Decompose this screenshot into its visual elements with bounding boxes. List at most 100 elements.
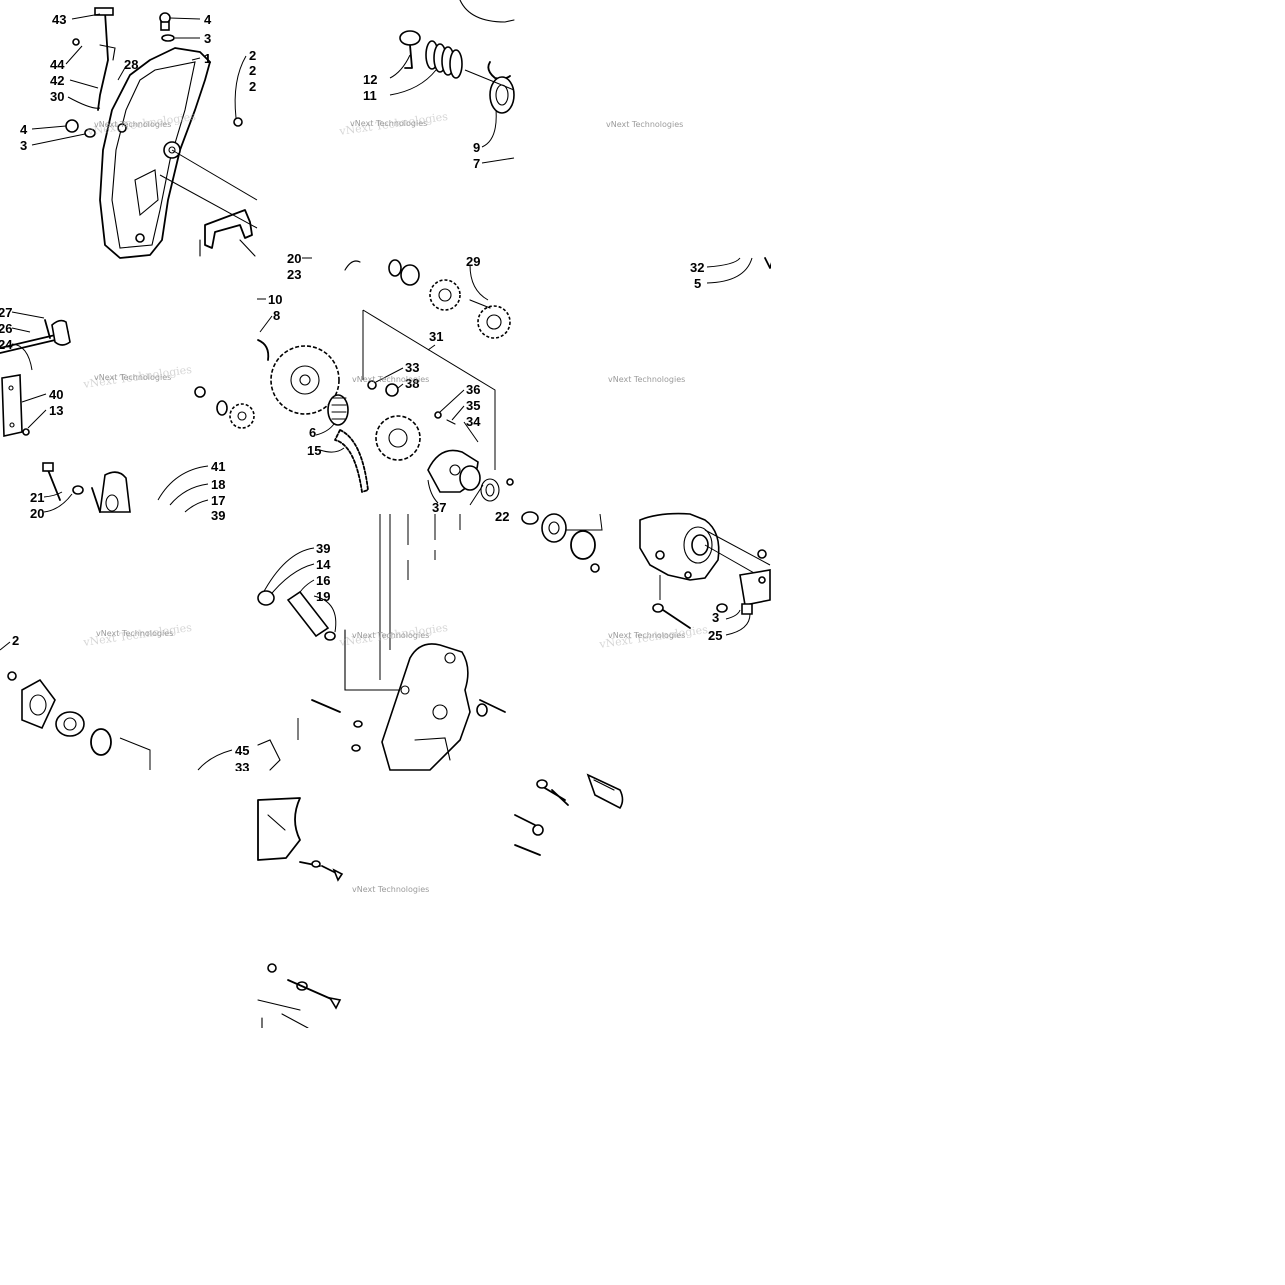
callout-5: 5: [694, 276, 701, 291]
callout-35: 35: [466, 398, 480, 413]
svg-text:vNext Technologies: vNext Technologies: [352, 885, 429, 894]
large-drive-gear: [270, 345, 340, 415]
coil-spring: [425, 40, 463, 79]
callout-1: 1: [204, 51, 211, 66]
tile-bearing-flange: 2 45 33: [0, 633, 249, 775]
callout-21: 21: [30, 490, 44, 505]
svg-text:vNext Technologies: vNext Technologies: [352, 631, 429, 640]
blank-tile: [771, 771, 1285, 857]
blank-tile: [257, 1028, 514, 1285]
callout-9: 9: [473, 140, 480, 155]
callout-32: 32: [690, 260, 704, 275]
watermark: vNext Technologies vNext Technologies: [338, 110, 449, 138]
svg-text:vNext Technologies: vNext Technologies: [608, 375, 685, 384]
callout-4: 4: [204, 12, 212, 27]
tile-gear-case-cover: 43 4 3 1 2 2 2 44 42 28 30 4 3: [20, 7, 258, 259]
svg-text:vNext Technologies: vNext Technologies: [96, 629, 173, 638]
idler-shaft: [286, 590, 330, 638]
callout-37: 37: [432, 500, 446, 515]
callout-10: 10: [268, 292, 282, 307]
callout-25: 25: [708, 628, 722, 643]
callout-20: 20: [30, 506, 44, 521]
svg-text:vNext Technologies: vNext Technologies: [350, 119, 427, 128]
callout-39: 39: [316, 541, 330, 556]
callout-8: 8: [273, 308, 280, 323]
callout-33: 33: [405, 360, 419, 375]
callout-28: 28: [124, 57, 138, 72]
watermark: vNext Technologies: [606, 120, 683, 129]
callout-7: 7: [473, 156, 480, 171]
watermark: vNext Technologies: [352, 375, 429, 384]
gear-case-cover: [99, 47, 211, 259]
callout-6: 6: [309, 425, 316, 440]
callout-2: 2: [249, 79, 256, 94]
callout-31: 31: [429, 329, 443, 344]
callout-13: 13: [49, 403, 63, 418]
callout-42: 42: [50, 73, 64, 88]
tile-shift-lever: 27 26 24 40 13 21 20 41 18 17 39: [0, 305, 225, 523]
drive-sprocket: [429, 279, 461, 311]
callout-4: 4: [20, 122, 28, 137]
callout-22: 22: [495, 509, 509, 524]
callout-43: 43: [52, 12, 66, 27]
callout-19: 19: [316, 589, 330, 604]
callout-38: 38: [405, 376, 419, 391]
callout-2: 2: [249, 48, 256, 63]
watermark: vNext Technologies vNext Technologies: [598, 623, 709, 651]
callout-20: 20: [287, 251, 301, 266]
blank-tile: [514, 857, 1285, 1285]
callout-41: 41: [211, 459, 225, 474]
blank-tile: [771, 257, 1285, 514]
dipstick-lever: [97, 11, 109, 111]
callout-27: 27: [0, 305, 12, 320]
driven-sprocket: [477, 305, 511, 339]
tile-gear-case-housing: 39 14 16 19: [257, 514, 506, 771]
callout-3: 3: [712, 610, 719, 625]
bearing-flange: [21, 678, 56, 730]
watermark: vNext Technologies vNext Technologies: [82, 621, 193, 649]
gear-case-housing: [381, 643, 471, 771]
blank-tile: [771, 514, 1285, 771]
watermark: vNext Technologies: [352, 885, 429, 894]
watermark: vNext Technologies vNext Technologies: [86, 110, 197, 138]
watermark: vNext Technologies vNext Technologies: [82, 363, 193, 391]
callout-40: 40: [49, 387, 63, 402]
pinion-gear: [327, 394, 349, 426]
tile-lower-fragments: [257, 773, 624, 1029]
callout-2: 2: [249, 63, 256, 78]
svg-text:vNext Technologies: vNext Technologies: [352, 375, 429, 384]
callout-14: 14: [316, 557, 331, 572]
callout-36: 36: [466, 382, 480, 397]
callout-3: 3: [204, 31, 211, 46]
callout-45: 45: [235, 743, 249, 758]
callout-44: 44: [50, 57, 65, 72]
callout-23: 23: [287, 267, 301, 282]
callout-3: 3: [20, 138, 27, 153]
callout-18: 18: [211, 477, 225, 492]
output-shaft: [739, 569, 771, 606]
callout-16: 16: [316, 573, 330, 588]
tile-bearing-housing: 3 25: [521, 511, 771, 643]
tile-clutch-spring: 12 11 9 7: [363, 0, 515, 171]
reverse-gear: [375, 415, 421, 461]
callout-24: 24: [0, 337, 13, 352]
svg-text:vNext Technologies: vNext Technologies: [606, 120, 683, 129]
callout-15: 15: [307, 443, 321, 458]
svg-text:vNext Technologies: vNext Technologies: [94, 120, 171, 129]
blank-tile: [0, 1028, 257, 1285]
callout-2: 2: [12, 633, 19, 648]
watermark: vNext Technologies: [608, 375, 685, 384]
ball-bearing: [541, 513, 567, 543]
callout-39: 39: [211, 508, 225, 523]
callout-30: 30: [50, 89, 64, 104]
drive-chain: [334, 429, 369, 493]
svg-text:vNext Technologies: vNext Technologies: [608, 631, 685, 640]
callout-17: 17: [211, 493, 225, 508]
svg-text:vNext Technologies: vNext Technologies: [94, 373, 171, 382]
callout-26: 26: [0, 321, 12, 336]
gasket-plate: [1, 374, 23, 437]
callout-34: 34: [466, 414, 481, 429]
tile-gear-train: 20 23 29 10 8 6: [194, 251, 514, 524]
callout-29: 29: [466, 254, 480, 269]
